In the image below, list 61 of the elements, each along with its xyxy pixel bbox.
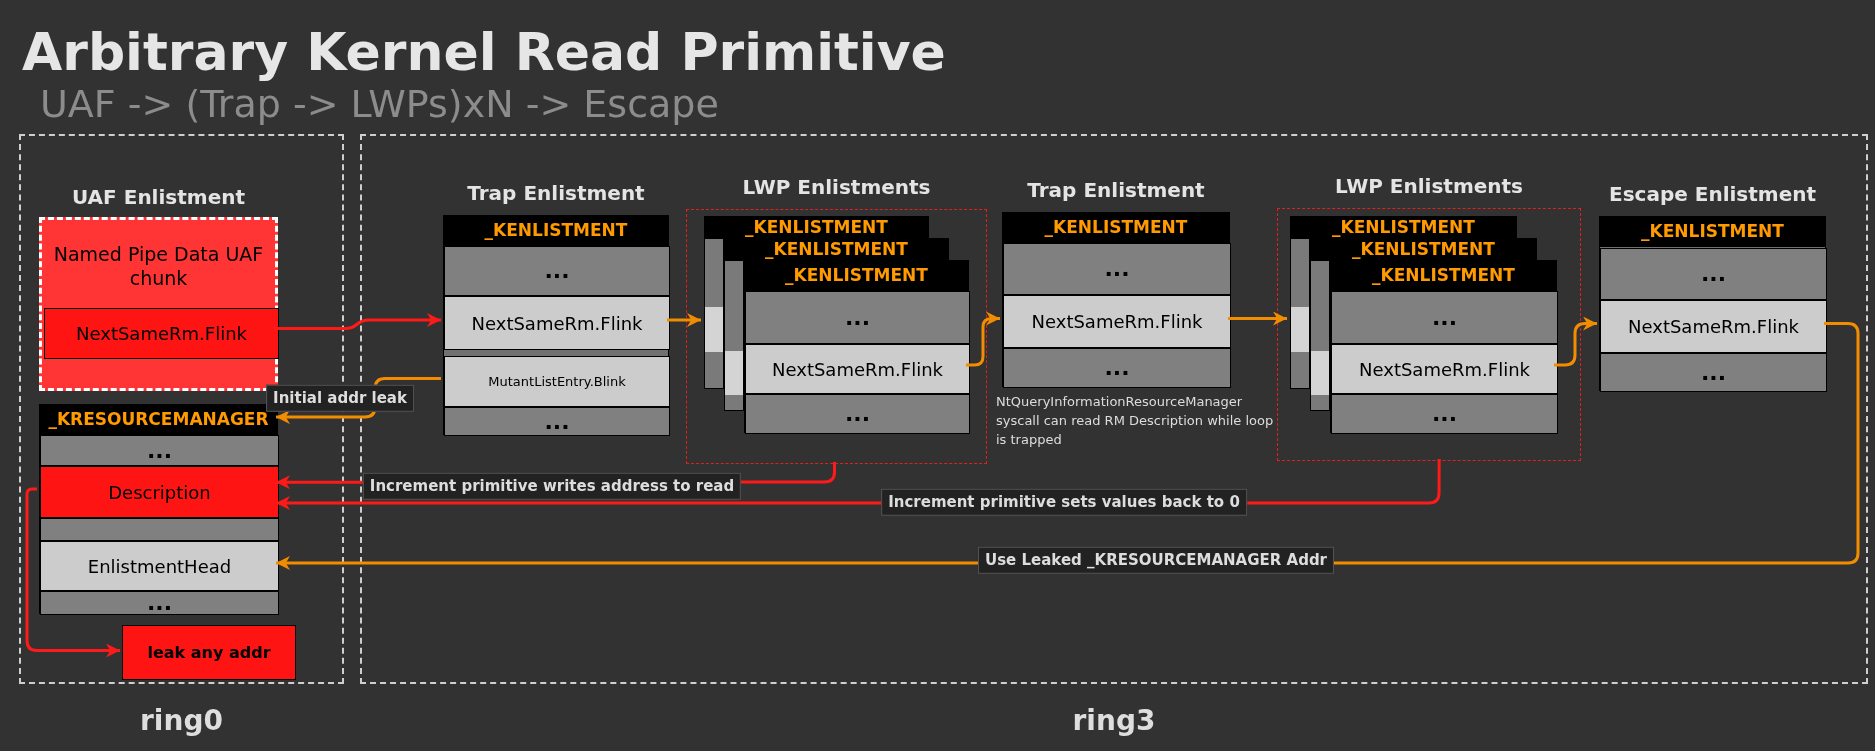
struct-field: NextSameRm.Flink	[44, 308, 279, 359]
chunk-label: Named Pipe Data UAF chunk	[52, 242, 265, 290]
struct-field: ...	[444, 246, 670, 296]
struct-header: _KENLISTMENT	[1600, 217, 1825, 247]
struct-header: _KENLISTMENT	[1003, 213, 1229, 243]
output-box: leak any addr	[122, 625, 296, 680]
struct-field: MutantListEntry.Blink	[444, 356, 670, 407]
arrow	[667, 313, 701, 327]
struct-field: Description	[40, 466, 279, 518]
section-heading: Trap Enlistment	[467, 180, 645, 207]
struct-header: _KRESOURCEMANAGER	[40, 405, 277, 435]
region-label: ring0	[140, 703, 223, 739]
edge-label: Initial addr leak	[266, 384, 414, 412]
region-label: ring3	[1072, 703, 1156, 739]
title: Arbitrary Kernel Read Primitive	[22, 22, 946, 82]
arrow	[1228, 311, 1287, 326]
arrow	[274, 313, 441, 330]
section-heading: UAF Enlistment	[72, 184, 245, 211]
struct-field: NextSameRm.Flink	[745, 344, 970, 394]
stacked-struct-header: _KENLISTMENT	[1290, 216, 1517, 238]
edge-label: Use Leaked _KRESOURCEMANAGER Addr	[978, 546, 1334, 574]
struct-header: _KENLISTMENT	[444, 216, 668, 246]
stacked-struct-edge	[1290, 238, 1310, 389]
edge-label: Increment primitive writes address to read	[362, 472, 742, 500]
stacked-struct-edge	[704, 238, 724, 389]
stacked-struct-header: _KENLISTMENT	[1310, 238, 1537, 260]
struct-field: NextSameRm.Flink	[1003, 295, 1231, 348]
struct-field: NextSameRm.Flink	[444, 296, 670, 350]
arrow	[25, 487, 120, 658]
note-text: NtQueryInformationResourceManager syscall can read RM Description while loop is trapped	[996, 393, 1275, 449]
stacked-struct-header: _KENLISTMENT	[704, 216, 929, 238]
struct-field: ...	[1003, 348, 1231, 388]
stacked-struct-edge	[1310, 260, 1330, 411]
struct-field: ...	[1331, 394, 1558, 434]
struct-field: ...	[444, 407, 670, 436]
stacked-struct-edge	[724, 260, 744, 411]
struct-field: EnlistmentHead	[40, 541, 279, 591]
struct-field: ...	[40, 435, 279, 466]
section-heading: LWP Enlistments	[1334, 173, 1524, 200]
struct-header: _KENLISTMENT	[1331, 261, 1556, 291]
section-heading: LWP Enlistments	[742, 174, 931, 201]
struct-field: ...	[1003, 243, 1231, 295]
struct-block	[1330, 260, 1557, 433]
section-heading: Trap Enlistment	[1027, 177, 1205, 204]
struct-header: _KENLISTMENT	[745, 261, 968, 291]
struct-field: NextSameRm.Flink	[1331, 344, 1558, 394]
arrow	[1554, 316, 1597, 367]
struct-field: ...	[1600, 248, 1827, 300]
stacked-struct-header: _KENLISTMENT	[724, 238, 949, 260]
struct-field: ...	[745, 291, 970, 344]
section-heading: Escape Enlistment	[1609, 181, 1816, 208]
edge-label: Increment primitive sets values back to 0	[881, 488, 1247, 516]
struct-block	[39, 404, 278, 614]
struct-field: ...	[1331, 291, 1558, 344]
struct-field: ...	[1600, 353, 1827, 392]
struct-block	[744, 260, 969, 433]
struct-field: ...	[745, 394, 970, 434]
subtitle: UAF -> (Trap -> LWPs)xN -> Escape	[40, 82, 719, 126]
struct-field	[40, 518, 279, 541]
struct-field: ...	[40, 591, 279, 615]
struct-field: NextSameRm.Flink	[1600, 300, 1827, 353]
